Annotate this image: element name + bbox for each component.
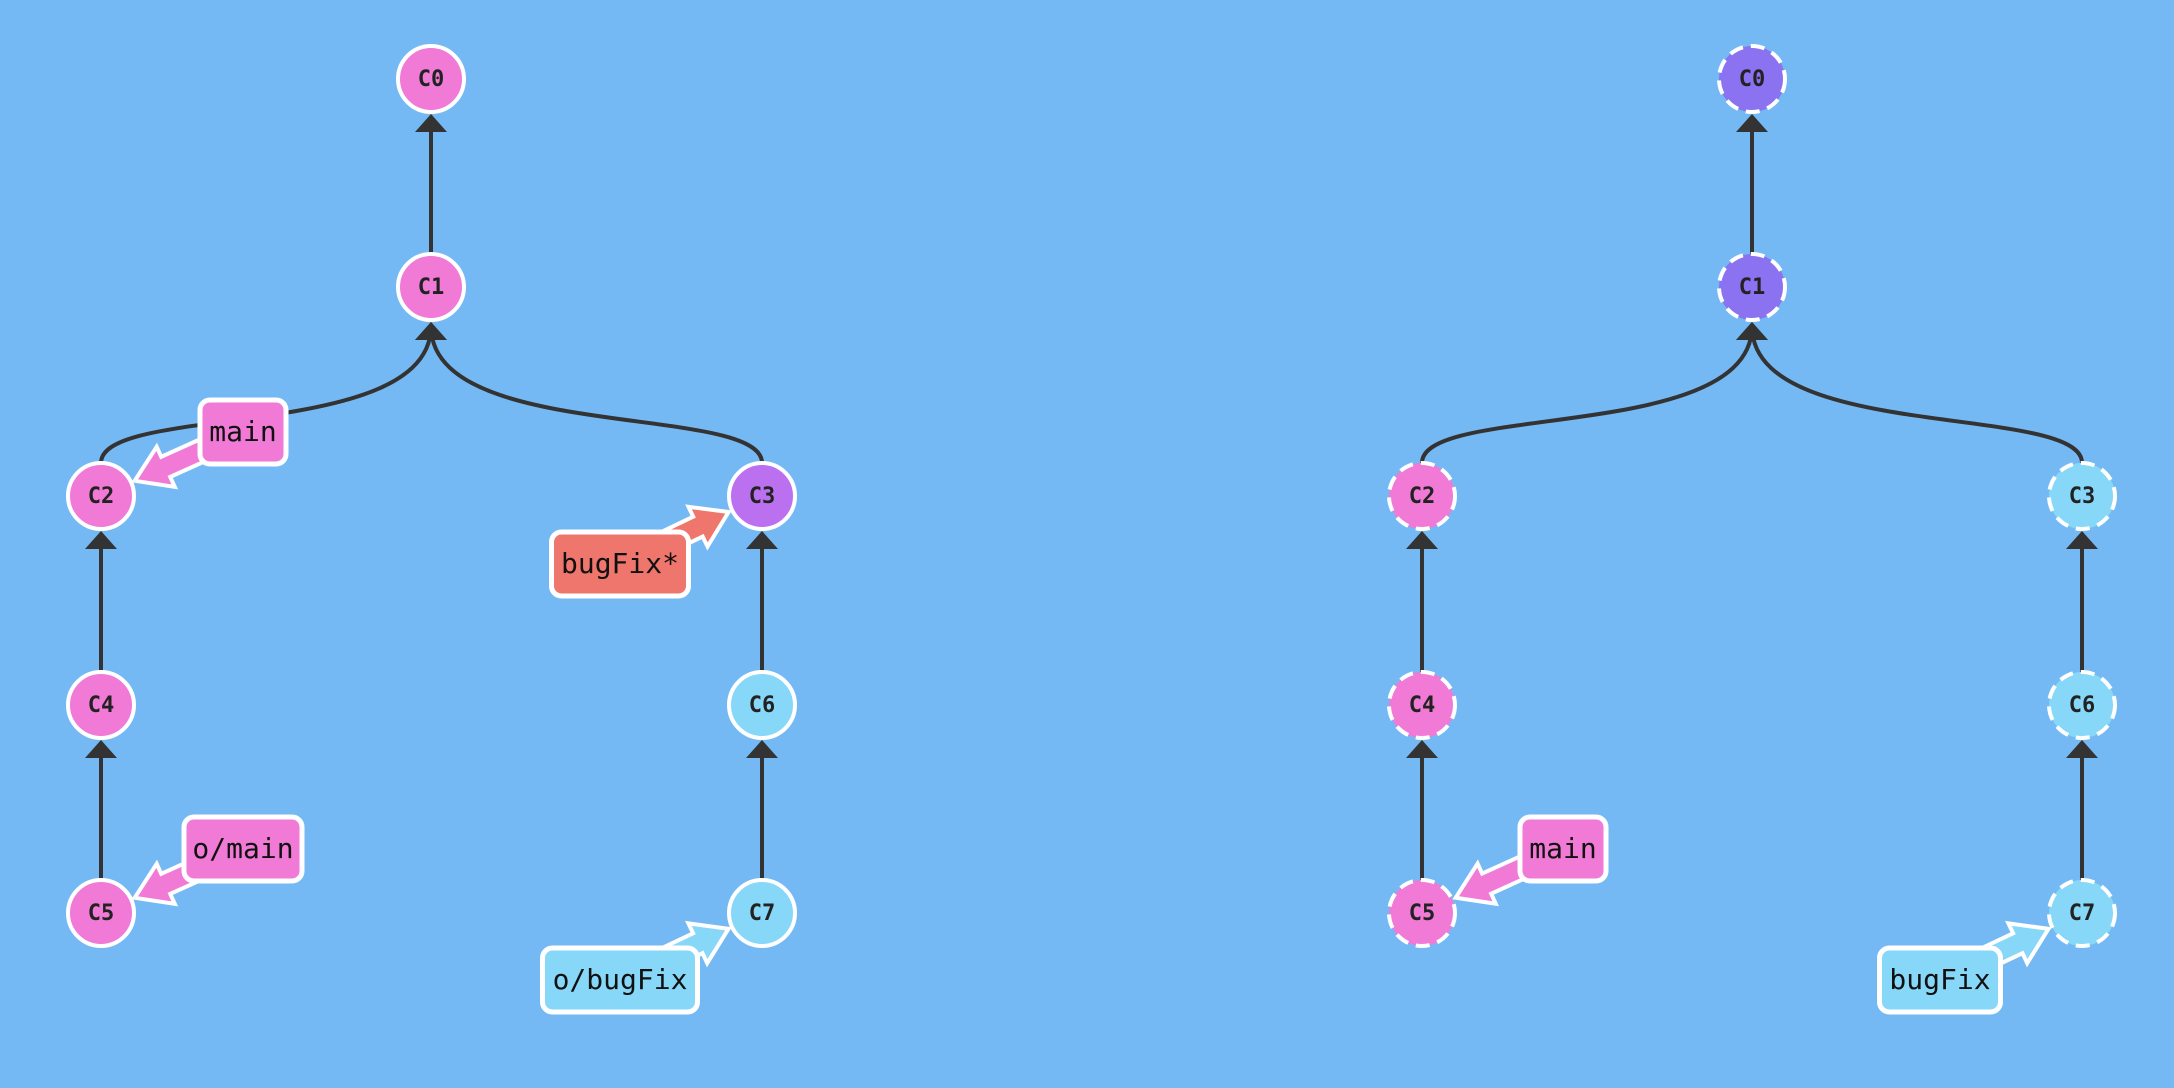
commit-C1[interactable]: C1 [396, 252, 466, 322]
edge-arrowhead-C1-to-C0 [1736, 114, 1768, 132]
branch-label: o/main [192, 832, 293, 865]
commit-label: C3 [749, 484, 776, 509]
branch-label: main [209, 415, 276, 448]
commit-C1[interactable]: C1 [1717, 252, 1787, 322]
commit-C6[interactable]: C6 [2047, 670, 2117, 740]
commit-node [2047, 461, 2117, 531]
edge-arrowhead-C4-to-C2 [1406, 531, 1438, 549]
commit-label: C4 [1409, 693, 1436, 718]
commit-node [727, 461, 797, 531]
commit-label: C0 [418, 67, 445, 92]
commit-label: C6 [2069, 693, 2096, 718]
branch-label: o/bugFix [553, 963, 688, 996]
commit-node [727, 670, 797, 740]
commit-label: C1 [418, 275, 445, 300]
commit-label: C3 [2069, 484, 2096, 509]
edge-C3-to-C1 [1750, 325, 2084, 464]
commit-label: C5 [1409, 901, 1436, 926]
commit-C5[interactable]: C5 [1387, 878, 1457, 948]
edge-arrowhead-C1-to-C0 [415, 114, 447, 132]
branch-pointer[interactable]: bugFix* [549, 504, 732, 599]
commit-C2[interactable]: C2 [1387, 461, 1457, 531]
commit-label: C5 [88, 901, 115, 926]
branch-pointer[interactable]: main [131, 397, 289, 490]
edge-arrowhead-C3-to-C1 [1736, 322, 1768, 340]
commit-label: C0 [1739, 67, 1766, 92]
commit-node [1717, 252, 1787, 322]
edge-arrowhead-C7-to-C6 [746, 740, 778, 758]
branch-pointer[interactable]: main [1452, 814, 1609, 907]
edge-arrowhead-C6-to-C3 [2066, 531, 2098, 549]
edge-arrowhead-C6-to-C3 [746, 531, 778, 549]
branch-label: bugFix* [561, 547, 679, 580]
edge-arrowhead-C3-to-C1 [415, 322, 447, 340]
commit-node [2047, 878, 2117, 948]
commit-node [1387, 461, 1457, 531]
edge-arrowhead-C5-to-C4 [1406, 740, 1438, 758]
commit-label: C2 [1409, 484, 1436, 509]
edge-C3-to-C1 [429, 325, 764, 464]
commit-node [1387, 670, 1457, 740]
commit-C7[interactable]: C7 [2047, 878, 2117, 948]
branch-pointer[interactable]: o/bugFix [540, 920, 732, 1015]
commit-C7[interactable]: C7 [727, 878, 797, 948]
commit-label: C7 [2069, 901, 2096, 926]
commit-C2[interactable]: C2 [66, 461, 136, 531]
commit-node [396, 44, 466, 114]
commit-C0[interactable]: C0 [1717, 44, 1787, 114]
commit-C3[interactable]: C3 [2047, 461, 2117, 531]
edge-arrowhead-C5-to-C4 [85, 740, 117, 758]
branch-label-box [540, 945, 700, 1015]
edge-arrowhead-C7-to-C6 [2066, 740, 2098, 758]
commit-label: C1 [1739, 275, 1766, 300]
commit-label: C7 [749, 901, 776, 926]
branch-label-box [549, 529, 691, 599]
commit-node [1717, 44, 1787, 114]
commit-C4[interactable]: C4 [66, 670, 136, 740]
commit-node [66, 878, 136, 948]
commit-node [1387, 878, 1457, 948]
commit-C3[interactable]: C3 [727, 461, 797, 531]
branch-label-box [197, 397, 289, 467]
branch-pointer[interactable]: o/main [131, 814, 305, 907]
commit-C4[interactable]: C4 [1387, 670, 1457, 740]
edge-arrowhead-C4-to-C2 [85, 531, 117, 549]
commit-node [396, 252, 466, 322]
branch-label-box [1517, 814, 1609, 884]
commit-C0[interactable]: C0 [396, 44, 466, 114]
commit-node [727, 878, 797, 948]
commit-label: C2 [88, 484, 115, 509]
branch-label-box [1877, 945, 2003, 1015]
branch-pointer[interactable]: bugFix [1877, 920, 2052, 1015]
commit-label: C6 [749, 693, 776, 718]
commit-node [66, 461, 136, 531]
commit-C5[interactable]: C5 [66, 878, 136, 948]
commit-label: C4 [88, 693, 115, 718]
commit-node [2047, 670, 2117, 740]
commit-node [66, 670, 136, 740]
edge-C2-to-C1 [1420, 325, 1754, 464]
branch-label: bugFix [1889, 963, 1990, 996]
branch-label: main [1529, 832, 1596, 865]
commit-C6[interactable]: C6 [727, 670, 797, 740]
branch-label-box [181, 814, 305, 884]
